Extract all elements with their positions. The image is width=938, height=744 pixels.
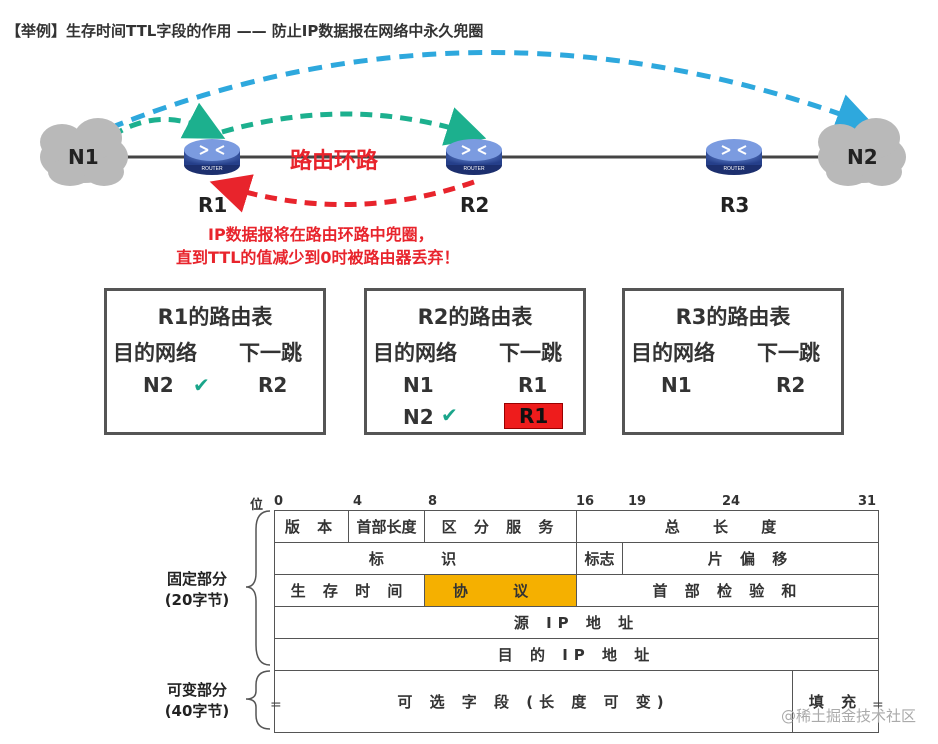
column-header-next: 下一跳 [239,341,302,365]
warning-line-1: IP数据报将在路由环路中兜圈， [208,225,434,244]
field-checksum: 首 部 检 验 和 [577,575,879,607]
routing-table-title: R2的路由表 [417,305,533,329]
router-icon [706,139,762,175]
ip-header-table: 版 本 首部长度 区 分 服 务 总 长 度 标 识 标志 片 偏 移 生 存 … [274,510,879,733]
router-icon-text: ROUTER [463,166,485,172]
dest-cell: N1 [403,373,434,397]
routing-table-r3: R3的路由表 目的网络 下一跳 N1 R2 [622,288,844,435]
field-options: 可 选 字 段 (长 度 可 变) [275,671,793,733]
page-title: 【举例】生存时间TTL字段的作用 —— 防止IP数据报在网络中永久兜圈 [6,22,484,40]
bit-number: 24 [722,494,741,509]
column-header-dest: 目的网络 [373,341,457,365]
bit-number: 16 [576,494,595,509]
column-header-dest: 目的网络 [631,341,715,365]
field-ds: 区 分 服 务 [425,511,577,543]
router-icon-text: ROUTER [201,166,223,172]
dest-cell: N2 [403,405,434,429]
next-hop-cell: R2 [776,373,806,397]
field-header-length: 首部长度 [349,511,425,543]
bit-number: 8 [428,494,438,509]
field-source-ip: 源 IP 地 址 [275,607,879,639]
equals-mark: = [872,697,884,713]
router-icon [446,139,502,175]
watermark: @稀土掘金技术社区 [780,707,916,725]
green-path-arrow-1 [110,102,226,139]
field-version: 版 本 [275,511,349,543]
cloud-icon [818,118,906,186]
field-destination-ip: 目 的 IP 地 址 [275,639,879,671]
variable-part-brace [245,670,271,730]
check-icon: ✔ [193,373,210,397]
field-ttl: 生 存 时 间 [275,575,425,607]
brace-graphics [245,510,271,730]
cloud-label-n1: N1 [68,145,99,169]
dest-cell: N1 [661,373,692,397]
equals-mark: = [270,697,282,713]
routing-table-r1: R1的路由表 目的网络 下一跳 N2 ✔ R2 [104,288,326,435]
dest-cell: N2 [143,373,174,397]
fixed-part-brace [245,510,271,666]
router-label-r3: R3 [720,193,750,217]
variable-part-size: (40字节) [164,702,230,720]
check-icon: ✔ [441,403,458,427]
routing-table-r2: R2的路由表 目的网络 下一跳 N1 R1 N2 ✔ R1 [364,288,586,435]
bit-number: 19 [628,494,647,509]
bit-number: 31 [858,494,877,509]
field-fragment-offset: 片 偏 移 [623,543,879,575]
field-protocol: 协 议 [425,575,577,607]
routing-loop-label: 路由环路 [290,149,379,174]
fixed-part-title: 固定部分 [166,570,227,588]
variable-part-label: 可变部分 (40字节) [152,680,242,722]
blue-path-arrow [109,49,877,133]
routing-table-title: R3的路由表 [675,305,791,329]
bit-label: 位 [250,498,264,513]
router-icon-text: ROUTER [723,166,745,172]
cloud-label-n2: N2 [847,145,878,169]
router-label-r2: R2 [460,193,490,217]
red-loop-arrow [209,174,475,213]
network-diagram: ROUTER ROUTER ROUTER [40,49,906,213]
field-identification: 标 识 [275,543,577,575]
next-hop-cell-highlighted: R1 [504,403,564,429]
bit-number: 0 [274,494,284,509]
warning-line-2: 直到TTL的值减少到0时被路由器丢弃！ [176,248,460,267]
column-header-next: 下一跳 [499,341,562,365]
field-flags: 标志 [577,543,623,575]
fixed-part-size: (20字节) [164,591,230,609]
field-padding: 填 充 [793,671,879,733]
router-icon [184,139,240,175]
column-header-dest: 目的网络 [113,341,197,365]
next-hop-cell: R1 [518,373,548,397]
green-path-arrow-2 [221,107,487,146]
next-hop-cell: R2 [258,373,288,397]
fixed-part-label: 固定部分 (20字节) [152,569,242,611]
bit-number: 4 [353,494,363,509]
field-total-length: 总 长 度 [577,511,879,543]
routing-table-title: R1的路由表 [157,305,273,329]
column-header-next: 下一跳 [757,341,820,365]
variable-part-title: 可变部分 [166,681,227,699]
router-label-r1: R1 [198,193,228,217]
cloud-icon [40,118,128,186]
